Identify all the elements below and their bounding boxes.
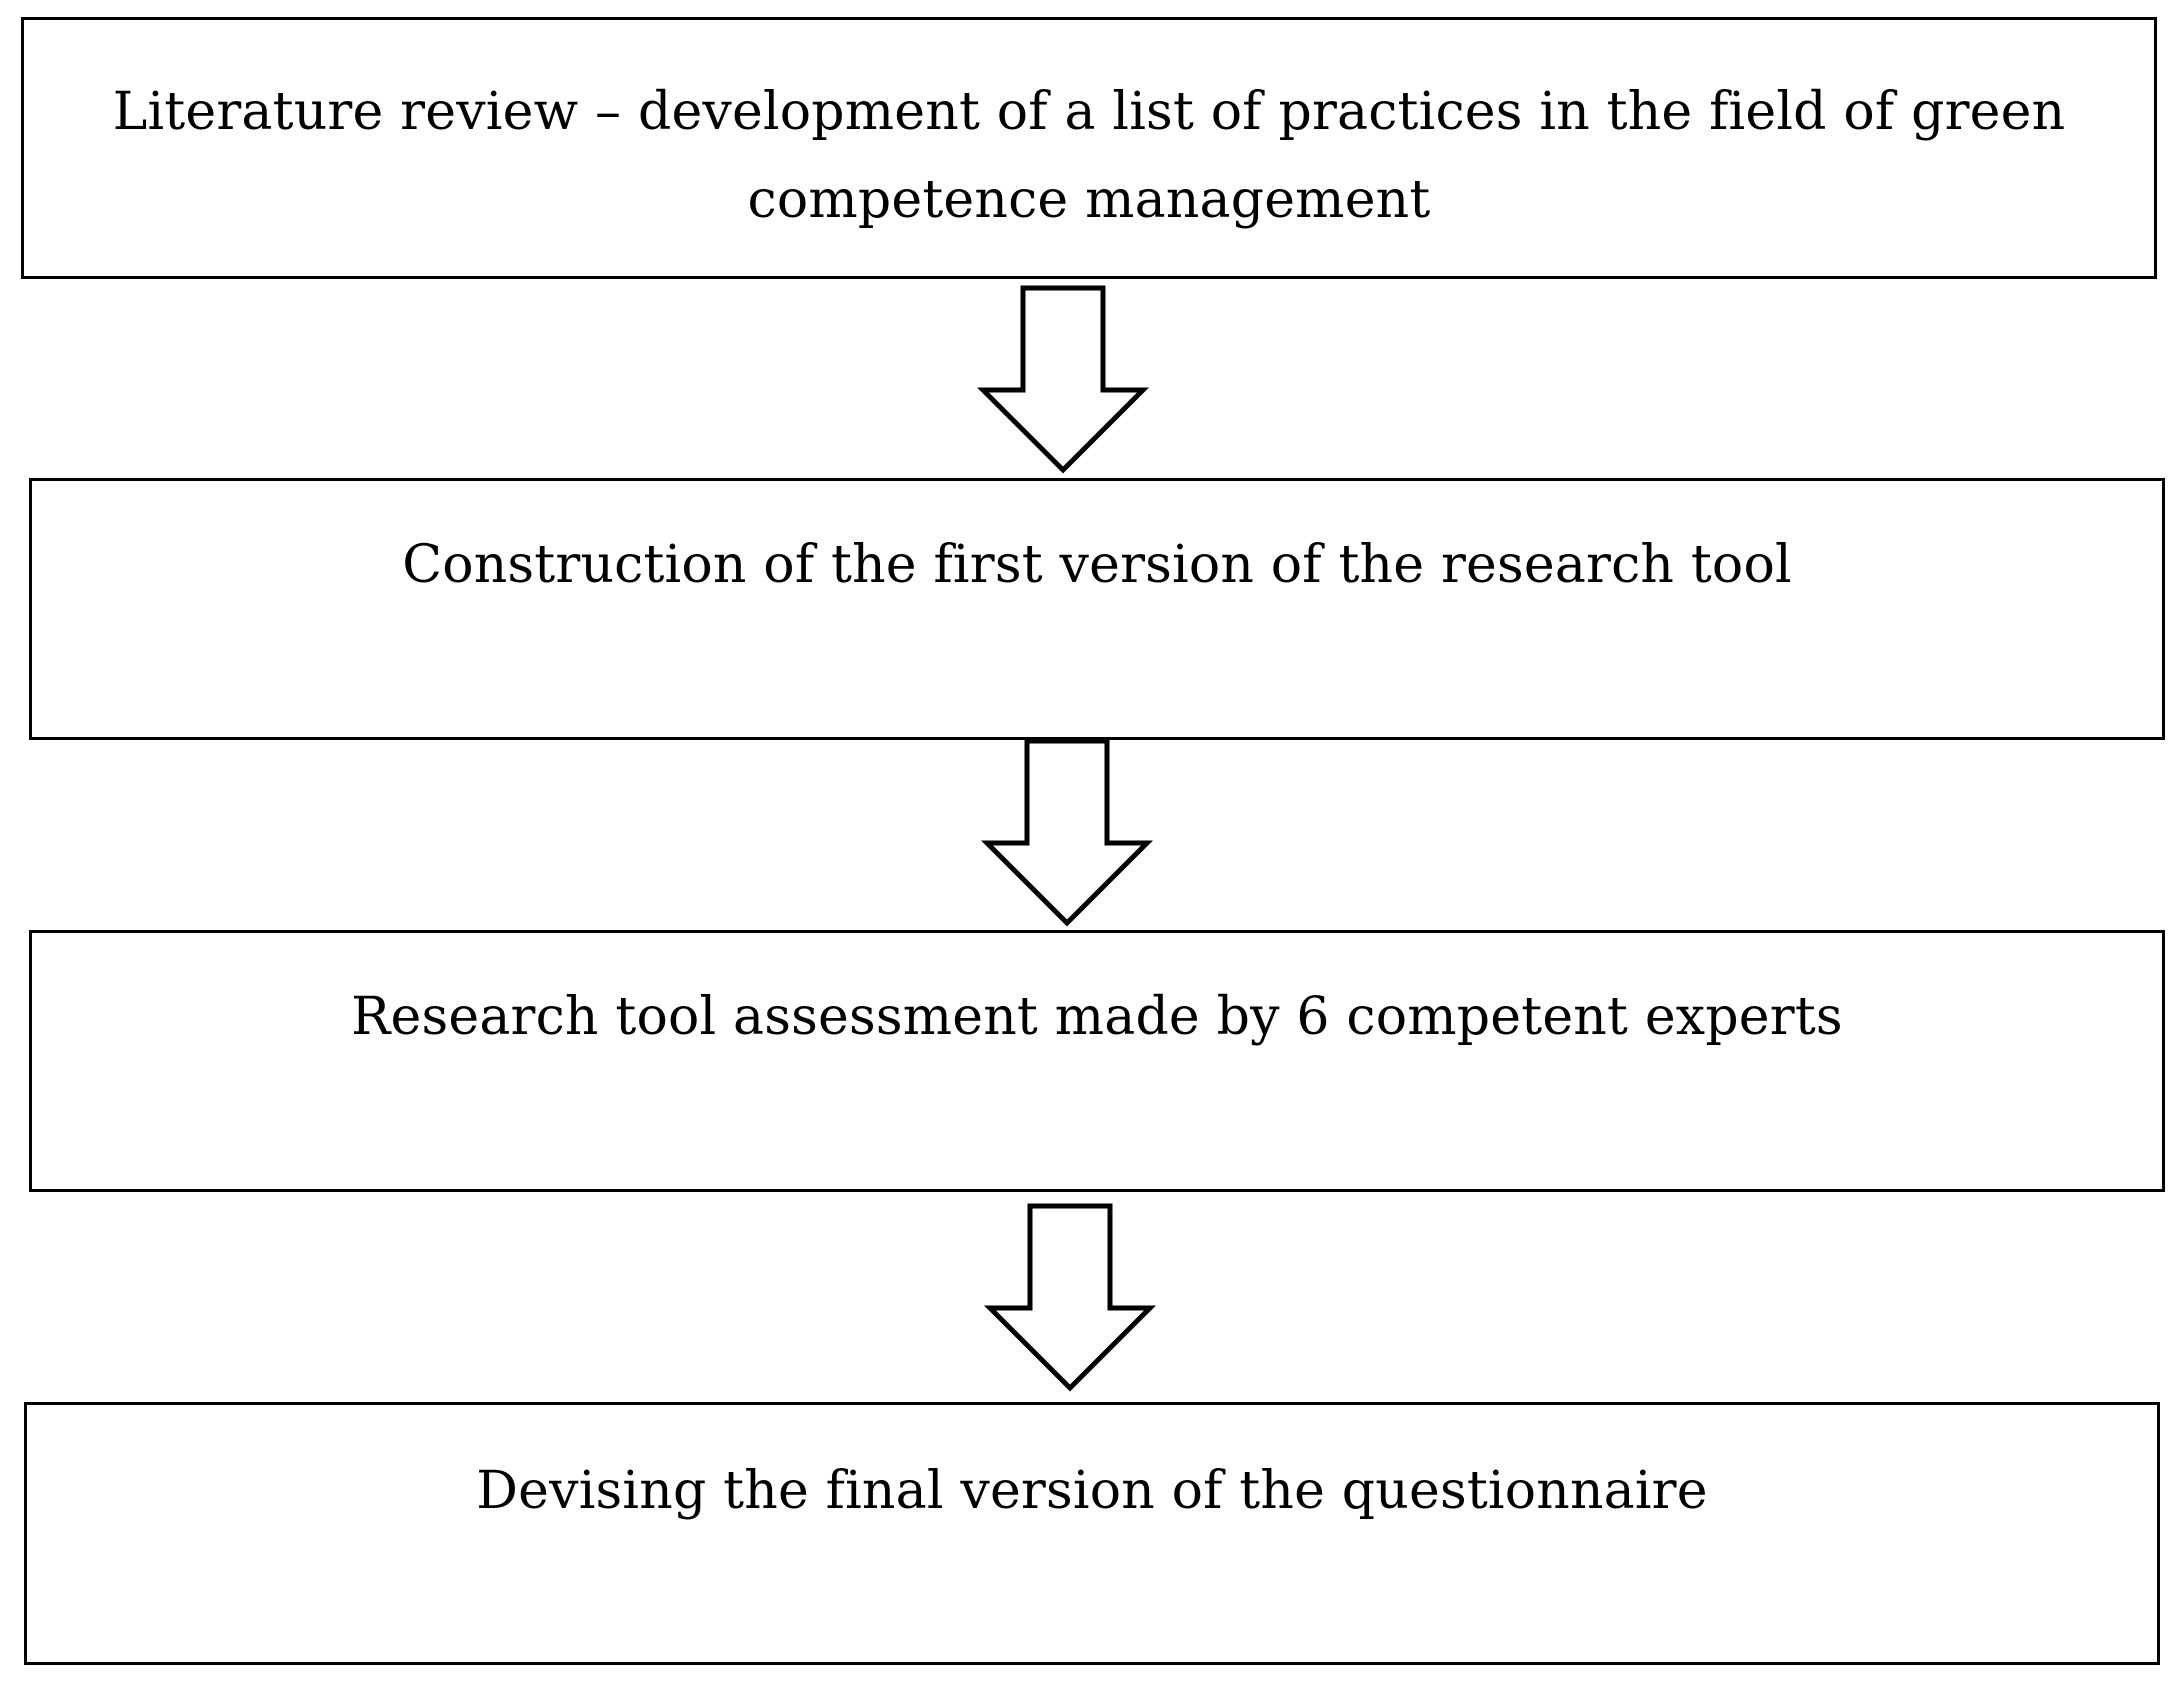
flow-step-4: Devising the final version of the questi… [24, 1402, 2160, 1665]
flow-step-1: Literature review – development of a lis… [21, 17, 2157, 279]
flow-step-1-text: Literature review – development of a lis… [112, 82, 2066, 230]
flow-step-2: Construction of the first version of the… [29, 478, 2165, 740]
flow-step-2-text: Construction of the first version of the… [402, 535, 1792, 595]
down-arrow-2 [980, 738, 1154, 927]
down-arrow-1 [976, 285, 1150, 474]
flow-step-3-text: Research tool assessment made by 6 compe… [351, 987, 1843, 1047]
flow-step-4-text: Devising the final version of the questi… [476, 1461, 1708, 1521]
down-arrow-3 [983, 1203, 1157, 1392]
flow-step-3: Research tool assessment made by 6 compe… [29, 930, 2165, 1192]
